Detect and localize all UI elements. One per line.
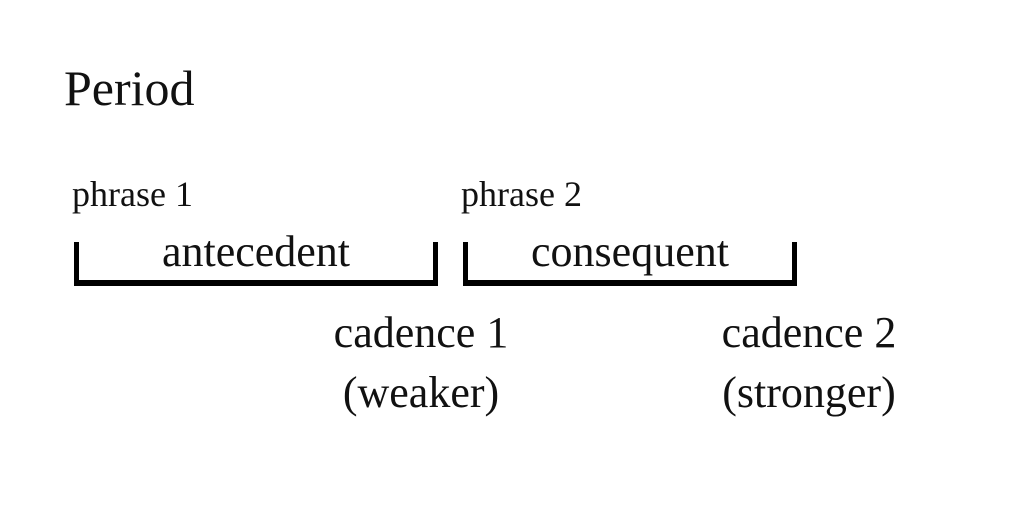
- cadence-2-label: cadence 2: [721, 308, 897, 357]
- cadence-2-strength: (stronger): [722, 368, 896, 417]
- antecedent-bracket: antecedent: [74, 228, 438, 286]
- consequent-label: consequent: [531, 227, 729, 276]
- phrase-2-label: phrase 2: [461, 174, 582, 214]
- consequent-bracket: consequent: [463, 228, 797, 286]
- diagram-title: Period: [64, 60, 195, 116]
- phrase-1-label: phrase 1: [72, 174, 193, 214]
- antecedent-label: antecedent: [161, 227, 351, 276]
- cadence-1-strength: (weaker): [342, 368, 500, 417]
- cadence-1-label: cadence 1: [333, 308, 509, 357]
